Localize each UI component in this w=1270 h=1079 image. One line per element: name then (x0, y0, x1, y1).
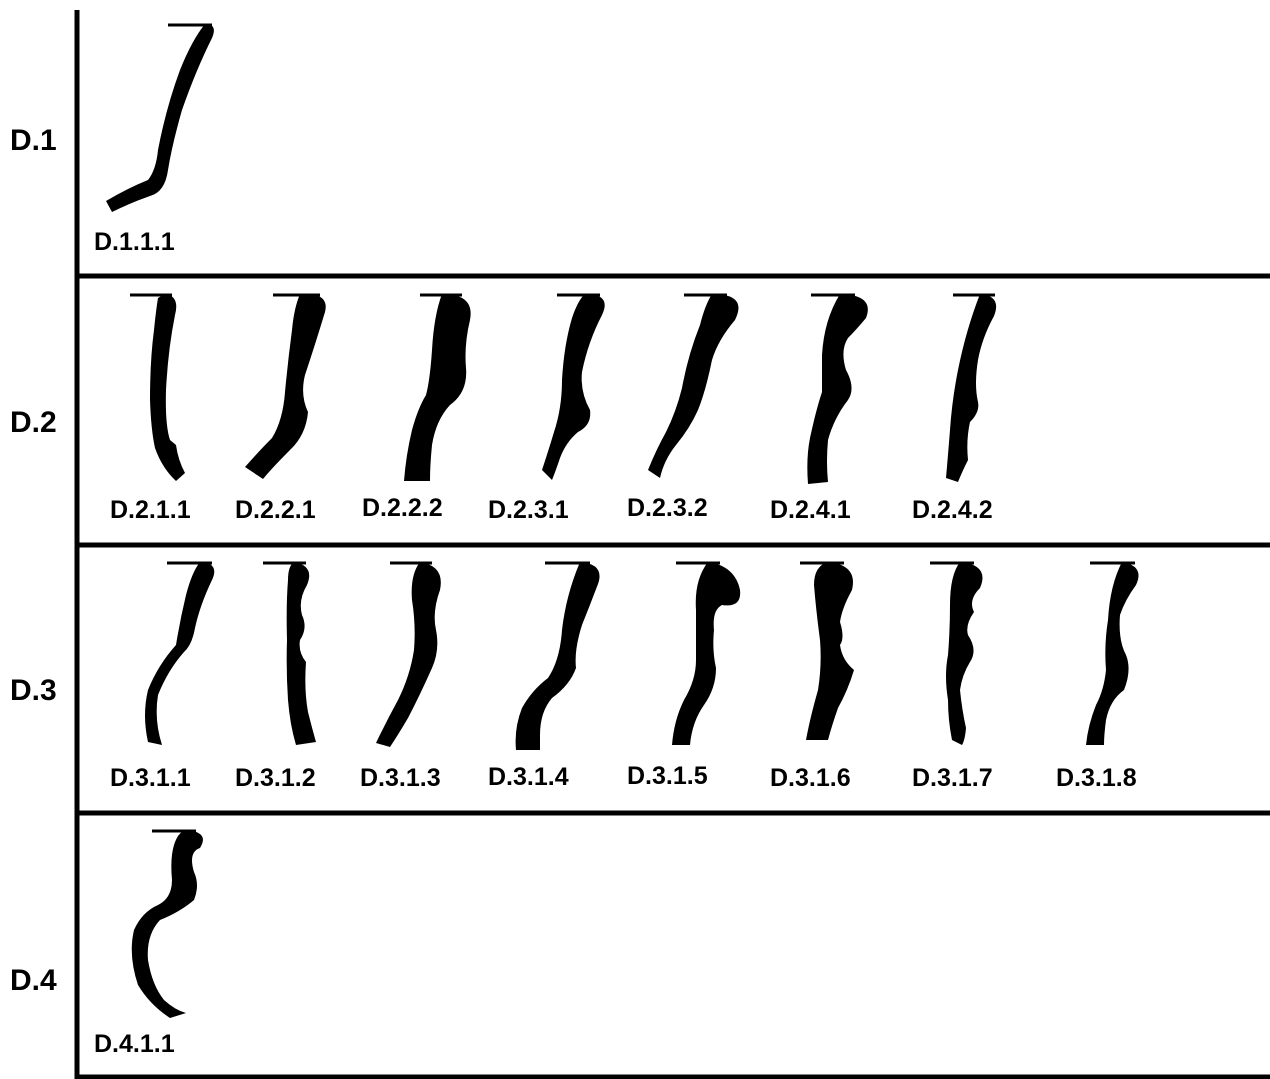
profile-d-2-3-1 (542, 293, 605, 480)
profile-d-2-2-1 (245, 293, 326, 479)
profile-d-3-1-4 (515, 561, 600, 750)
item-label: D.2.4.2 (912, 496, 993, 524)
item-label: D.3.1.1 (110, 764, 191, 792)
profile-d-3-1-2 (263, 561, 316, 745)
item-label: D.2.3.2 (627, 494, 708, 522)
item-label: D.3.1.2 (235, 764, 316, 792)
profile-d-2-2-2 (404, 293, 471, 481)
item-label: D.3.1.6 (770, 764, 851, 792)
profile-d-2-4-1 (807, 293, 868, 484)
group-label-d2: D.2 (10, 406, 57, 439)
profile-d-4-1-1 (131, 829, 203, 1018)
item-label: D.4.1.1 (94, 1030, 175, 1058)
profile-d-3-1-7 (930, 561, 983, 745)
profile-d-3-1-1 (145, 561, 215, 745)
item-label: D.3.1.7 (912, 764, 993, 792)
profile-d-2-4-2 (946, 293, 997, 482)
item-label: D.2.4.1 (770, 496, 851, 524)
profile-d-3-1-3 (376, 561, 441, 747)
item-label: D.2.2.2 (362, 494, 443, 522)
profile-d-3-1-8 (1086, 561, 1139, 745)
group-label-d1: D.1 (10, 124, 57, 157)
profile-d-2-1-1 (130, 293, 185, 481)
item-label: D.2.3.1 (488, 496, 569, 524)
item-label: D.3.1.8 (1056, 764, 1137, 792)
item-label: D.3.1.3 (360, 764, 441, 792)
group-label-d4: D.4 (10, 964, 57, 997)
item-label: D.2.1.1 (110, 496, 191, 524)
profile-d-3-1-6 (800, 561, 854, 740)
item-label: D.3.1.5 (627, 762, 708, 790)
item-label: D.2.2.1 (235, 496, 316, 524)
item-label: D.1.1.1 (94, 228, 175, 256)
profile-d-3-1-5 (672, 561, 741, 745)
group-label-d3: D.3 (10, 674, 57, 707)
profile-d-2-3-2 (648, 293, 739, 478)
profile-d-1-1-1 (106, 23, 214, 212)
item-label: D.3.1.4 (488, 763, 569, 791)
